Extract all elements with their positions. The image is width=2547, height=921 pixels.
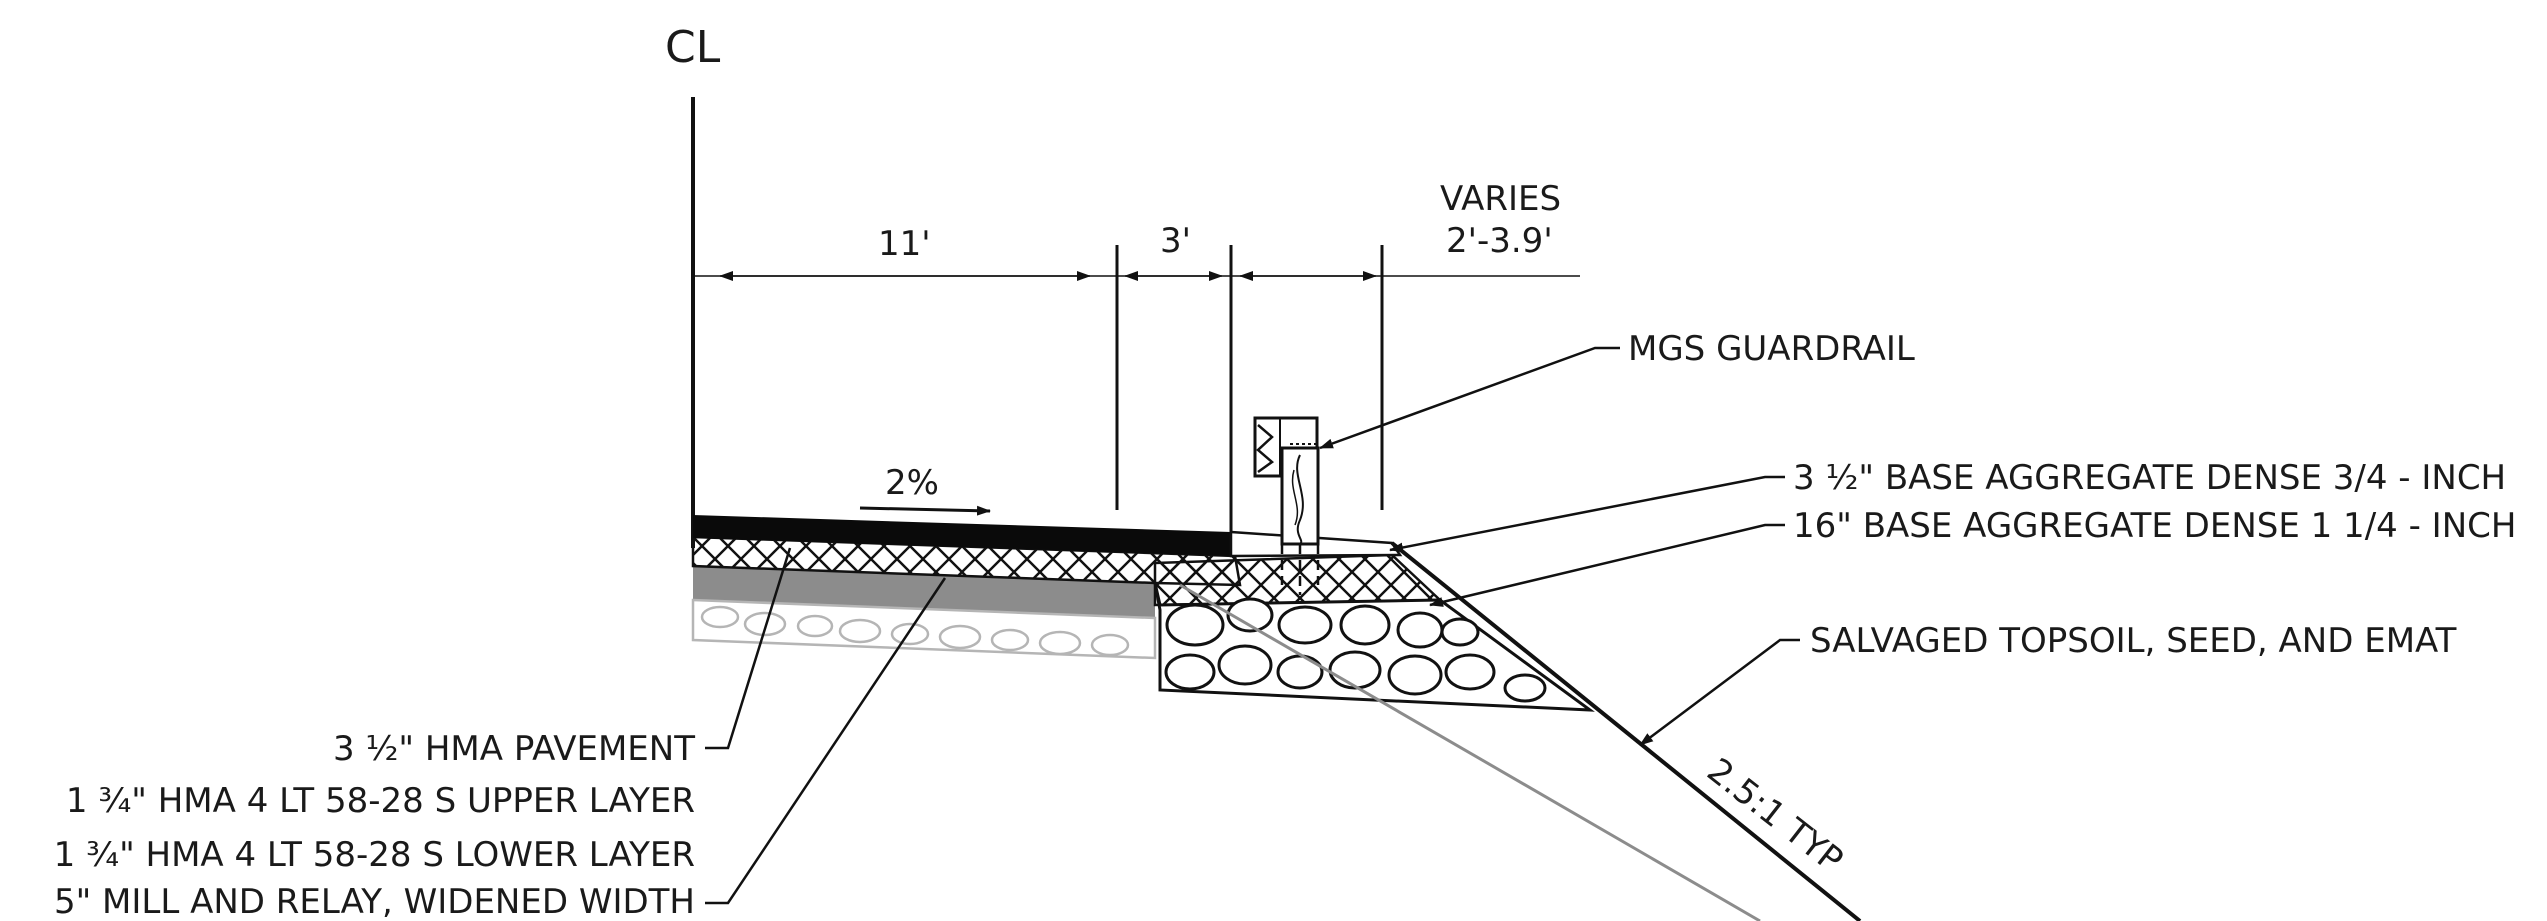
callout-upper-layer: 1 ¾" HMA 4 LT 58-28 S UPPER LAYER	[66, 781, 695, 821]
slope-label: 2%	[885, 463, 939, 503]
leader-base-bottom	[1429, 523, 1785, 607]
dim-varies-label: VARIES	[1440, 179, 1561, 219]
callout-base-bottom: 16" BASE AGGREGATE DENSE 1 1/4 - INCH	[1793, 506, 2516, 546]
callout-lower-layer: 1 ¾" HMA 4 LT 58-28 S LOWER LAYER	[54, 835, 695, 875]
base-aggregate-rock	[1153, 582, 1595, 712]
guardrail-post	[1253, 416, 1320, 546]
callout-topsoil: SALVAGED TOPSOIL, SEED, AND EMAT	[1810, 621, 2457, 661]
callout-guardrail: MGS GUARDRAIL	[1628, 329, 1915, 369]
centerline-label: CL	[665, 22, 721, 73]
slope-arrow	[859, 505, 991, 516]
dim-shoulder-label: 3'	[1160, 221, 1191, 261]
side-slope-existing	[1179, 583, 1761, 921]
callout-base-top: 3 ½" BASE AGGREGATE DENSE 3/4 - INCH	[1793, 458, 2506, 498]
hma-pavement	[693, 515, 1231, 556]
leader-guardrail	[1319, 346, 1620, 450]
shoulder-crosshatch	[1153, 553, 1444, 607]
dim-lane-label: 11'	[878, 224, 931, 264]
existing-rock-layer	[691, 598, 1157, 660]
callout-hma-pavement: 3 ½" HMA PAVEMENT	[333, 729, 695, 769]
callout-mill-relay: 5" MILL AND RELAY, WIDENED WIDTH	[54, 882, 695, 921]
leader-base-top	[1389, 475, 1785, 553]
dim-varies-range: 2'-3.9'	[1446, 221, 1553, 261]
leader-hma-pavement	[705, 547, 792, 750]
leader-mill-relay	[705, 577, 947, 905]
side-slope-finished	[1390, 541, 1862, 921]
leader-topsoil	[1639, 638, 1800, 746]
side-slope-label: 2.5:1 TYP	[1699, 751, 1850, 881]
